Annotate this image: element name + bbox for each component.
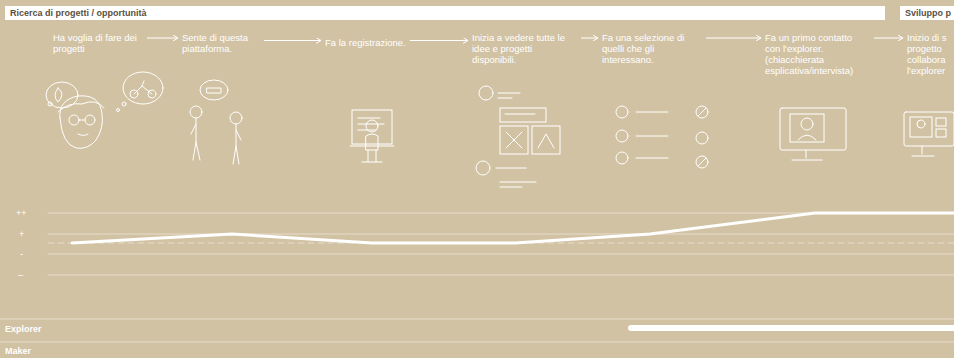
journey-step: Sente di questa piattaforma.: [182, 32, 260, 54]
lane-label: Explorer: [5, 324, 42, 334]
step-text: Ricerca di progetti / opportunità: [10, 7, 880, 19]
scale-label: ++: [16, 208, 27, 218]
step-text: Inizio di s progetto collabora l'explore…: [907, 32, 954, 76]
explorer-bar: [631, 325, 954, 331]
sketch-selection: [616, 106, 708, 168]
emotion-curve: [72, 213, 954, 243]
sketch-browse: [476, 86, 560, 187]
journey-step: Fa una selezione di quelli che gli inter…: [602, 32, 702, 65]
step-text: Fa un primo contatto con l'explorer. (ch…: [765, 32, 870, 76]
sketch-videocall: [780, 108, 846, 160]
step-text: Ha voglia di fare dei progetti: [53, 32, 143, 54]
phase-band: Ricerca di progetti / opportunità: [5, 6, 885, 20]
flow-arrow: [264, 40, 321, 41]
step-text: Fa una selezione di quelli che gli inter…: [602, 32, 702, 65]
journey-step: Inizia a vedere tutte le idee e progetti…: [472, 32, 577, 65]
flow-arrow: [147, 38, 178, 39]
sketch-collab: [904, 112, 954, 156]
step-text: Sente di questa piattaforma.: [182, 32, 260, 54]
flow-arrow: [410, 40, 468, 41]
journey-step: Fa la registrazione.: [325, 37, 406, 48]
sketch-registration: [350, 110, 394, 162]
lane-label: Maker: [5, 346, 31, 356]
step-text: Inizia a vedere tutte le idee e progetti…: [472, 32, 577, 65]
scale-label: +: [19, 229, 24, 239]
flow-arrow: [874, 38, 903, 39]
journey-step: Ha voglia di fare dei progetti: [53, 32, 143, 54]
scale-label: -: [20, 249, 23, 259]
flow-arrow: [706, 38, 761, 39]
lane-lines: [0, 319, 954, 342]
step-text: Sviluppo p: [905, 7, 949, 19]
sketch-conversation: [190, 80, 242, 164]
sketch-person: [46, 72, 163, 148]
scale-label: –: [18, 270, 23, 280]
flow-arrow: [581, 38, 598, 39]
chart-grid: [48, 213, 954, 275]
phase-band: Sviluppo p: [900, 6, 954, 20]
step-text: Fa la registrazione.: [325, 37, 406, 48]
journey-step: Inizio di s progetto collabora l'explore…: [907, 32, 954, 76]
journey-step: Fa un primo contatto con l'explorer. (ch…: [765, 32, 870, 76]
